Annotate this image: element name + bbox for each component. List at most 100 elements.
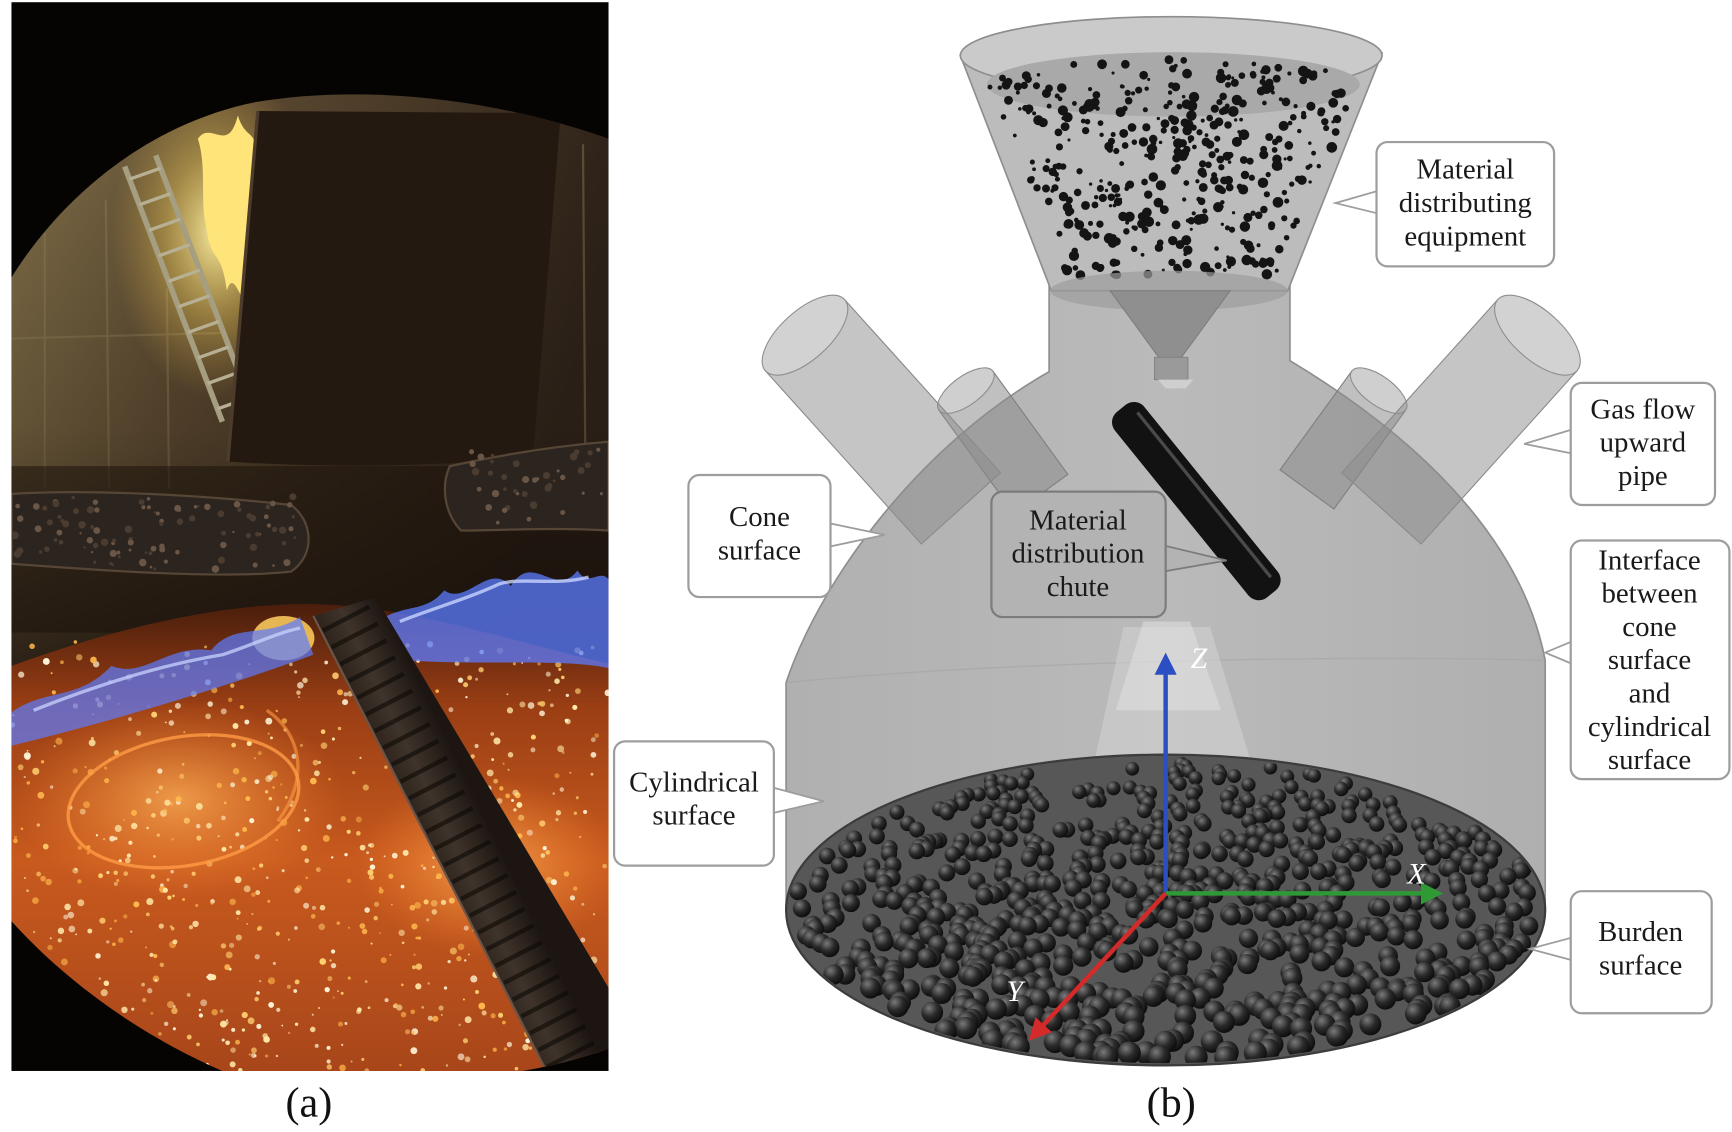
glow-speck — [440, 899, 447, 906]
glow-speck — [414, 902, 421, 909]
bar-rubble — [288, 526, 294, 532]
glow-speck — [493, 737, 501, 745]
burden-particle — [1452, 893, 1471, 912]
panel-b-model: Z X Y Material distributing equipment Ga… — [612, 15, 1731, 1067]
glow-speck — [275, 931, 280, 936]
funnel-particle — [1198, 183, 1208, 192]
burden-particle — [1272, 832, 1289, 849]
funnel-particle — [1316, 163, 1322, 169]
burden-particle — [818, 847, 836, 865]
glow-speck — [179, 773, 185, 779]
chute-rib — [528, 1007, 578, 1036]
burden-particle — [1310, 862, 1328, 881]
glow-speck — [162, 887, 168, 893]
funnel-particle — [1278, 97, 1283, 102]
glow-speck — [60, 660, 64, 665]
glow-speck — [221, 1038, 225, 1042]
glow-speck — [379, 932, 381, 935]
glow-speck — [464, 1056, 471, 1063]
funnel-particle — [1110, 131, 1116, 138]
glow-speck — [499, 786, 504, 791]
bar-rubble — [149, 565, 153, 569]
bar-rubble — [93, 560, 97, 564]
callout-box — [612, 740, 775, 867]
bar-rubble — [501, 473, 508, 480]
burden-particle — [1125, 761, 1140, 776]
glow-speck — [309, 1026, 316, 1033]
bar-rubble — [546, 482, 553, 489]
burden-particle — [1486, 951, 1507, 972]
burden-particle — [1109, 852, 1127, 870]
glow-speck — [364, 907, 370, 913]
glow-speck — [384, 998, 389, 1003]
funnel-particle — [1070, 61, 1078, 68]
glow-speck — [167, 1001, 175, 1009]
burden-particle — [1007, 799, 1023, 815]
glow-speck — [402, 849, 409, 856]
bar-rubble — [73, 508, 80, 515]
funnel-particle — [1323, 125, 1330, 132]
glow-speck — [145, 798, 152, 804]
bar-rubble — [193, 504, 198, 509]
bar-rubble — [78, 520, 86, 529]
funnel-particle — [1250, 210, 1256, 216]
glow-speck — [113, 919, 117, 923]
glow-speck — [550, 879, 557, 886]
glow-speck — [438, 1005, 444, 1011]
glow-speck — [305, 876, 309, 880]
glow-speck — [151, 813, 156, 818]
bar-rubble — [599, 492, 603, 496]
glow-speck — [394, 1003, 398, 1007]
chute-rib — [425, 806, 474, 834]
bar-rubble — [79, 532, 82, 535]
callout-text: pipe — [1618, 460, 1668, 492]
burden-particle — [969, 831, 986, 848]
bar-rubble — [495, 520, 500, 525]
glow-speck — [183, 731, 186, 734]
glow-speck — [112, 942, 116, 946]
funnel-particle — [1032, 111, 1037, 116]
glow-speck — [103, 980, 110, 987]
funnel-particle — [1140, 252, 1145, 257]
burden-particle — [1227, 768, 1242, 783]
ladder-rung — [158, 243, 191, 258]
burden-particle — [1424, 848, 1441, 866]
funnel-particle — [1188, 91, 1200, 103]
ladder-rungs — [128, 166, 250, 411]
bar-rubble — [159, 521, 164, 526]
funnel-particle — [1098, 193, 1107, 203]
callout-text: surface — [718, 534, 801, 566]
glow-speck — [467, 953, 470, 956]
funnel-particle — [1087, 220, 1094, 226]
glow-speck — [294, 670, 298, 674]
glow-speck — [456, 955, 462, 962]
glow-speck — [267, 899, 271, 903]
callout-text: Material — [1416, 154, 1514, 186]
glow-speck — [241, 1028, 246, 1032]
funnel-particle — [1170, 125, 1179, 134]
burden-particle — [1301, 850, 1319, 867]
funnel-particle — [1168, 114, 1176, 122]
glow-speck — [204, 645, 207, 649]
funnel-particle — [1088, 182, 1093, 186]
glow-speck — [539, 820, 546, 827]
glow-speck — [129, 930, 133, 933]
glow-speck — [314, 1043, 319, 1048]
coordinate-axes: Z X Y — [1006, 642, 1444, 1041]
funnel-particle — [1219, 187, 1227, 195]
glow-speck — [369, 864, 376, 870]
glow-speck — [458, 1023, 461, 1027]
glow-speck — [255, 890, 261, 896]
funnel-particle — [1189, 227, 1193, 231]
funnel-particle — [1065, 209, 1072, 217]
funnel-particle — [1239, 221, 1251, 232]
glow-speck — [171, 838, 175, 841]
glow-speck — [457, 1053, 465, 1061]
funnel-particle — [1121, 142, 1129, 149]
chute-rib — [477, 906, 526, 935]
glow-speck — [506, 707, 514, 714]
glow-speck — [55, 737, 63, 745]
bar-rubble — [265, 504, 271, 510]
funnel-particle — [1261, 269, 1273, 280]
glow-speck — [297, 829, 301, 832]
